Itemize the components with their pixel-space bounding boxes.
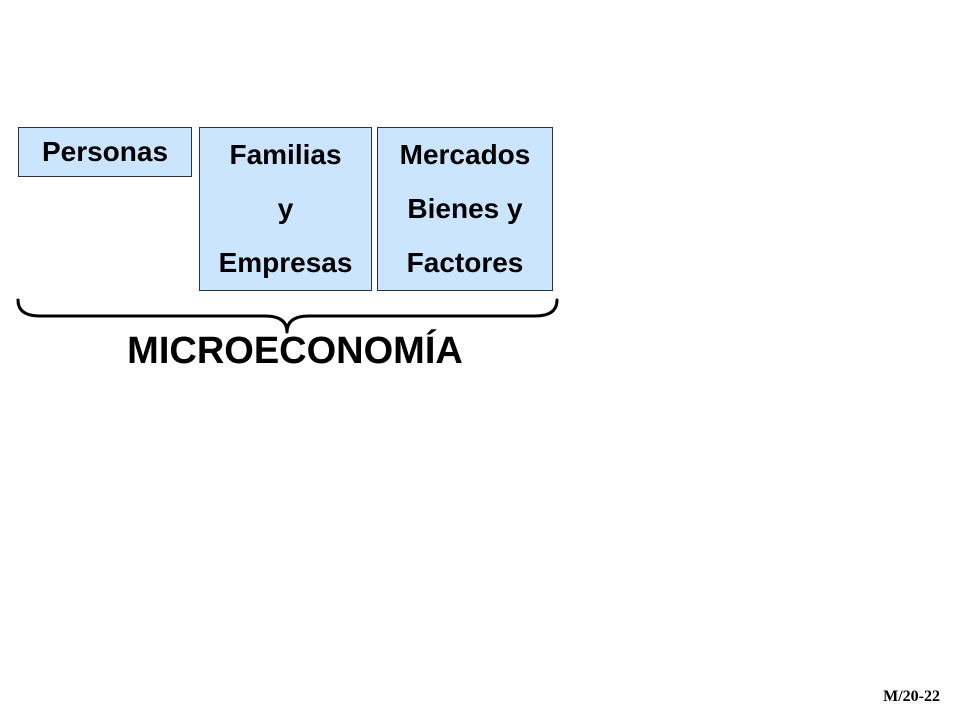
box-mercados-line-1: Mercados xyxy=(399,139,531,170)
box-familias-line-1: Familias xyxy=(229,139,342,170)
slide-code: M/20-22 xyxy=(883,688,940,705)
microeconomia-label: MICROECONOMÍA xyxy=(127,330,463,372)
box-personas-line-1: Personas xyxy=(41,136,169,167)
curly-brace-path xyxy=(16,298,559,334)
box-mercados-line-2: Bienes y xyxy=(407,193,523,224)
box-familias-line-2: y xyxy=(277,193,294,224)
box-familias-line-3: Empresas xyxy=(218,247,353,278)
box-mercados-line-3: Factores xyxy=(406,247,524,278)
box-mercados: Mercados Bienes y Factores xyxy=(377,127,553,291)
box-personas: Personas xyxy=(18,127,192,177)
box-familias-empresas: Familias y Empresas xyxy=(199,127,372,291)
